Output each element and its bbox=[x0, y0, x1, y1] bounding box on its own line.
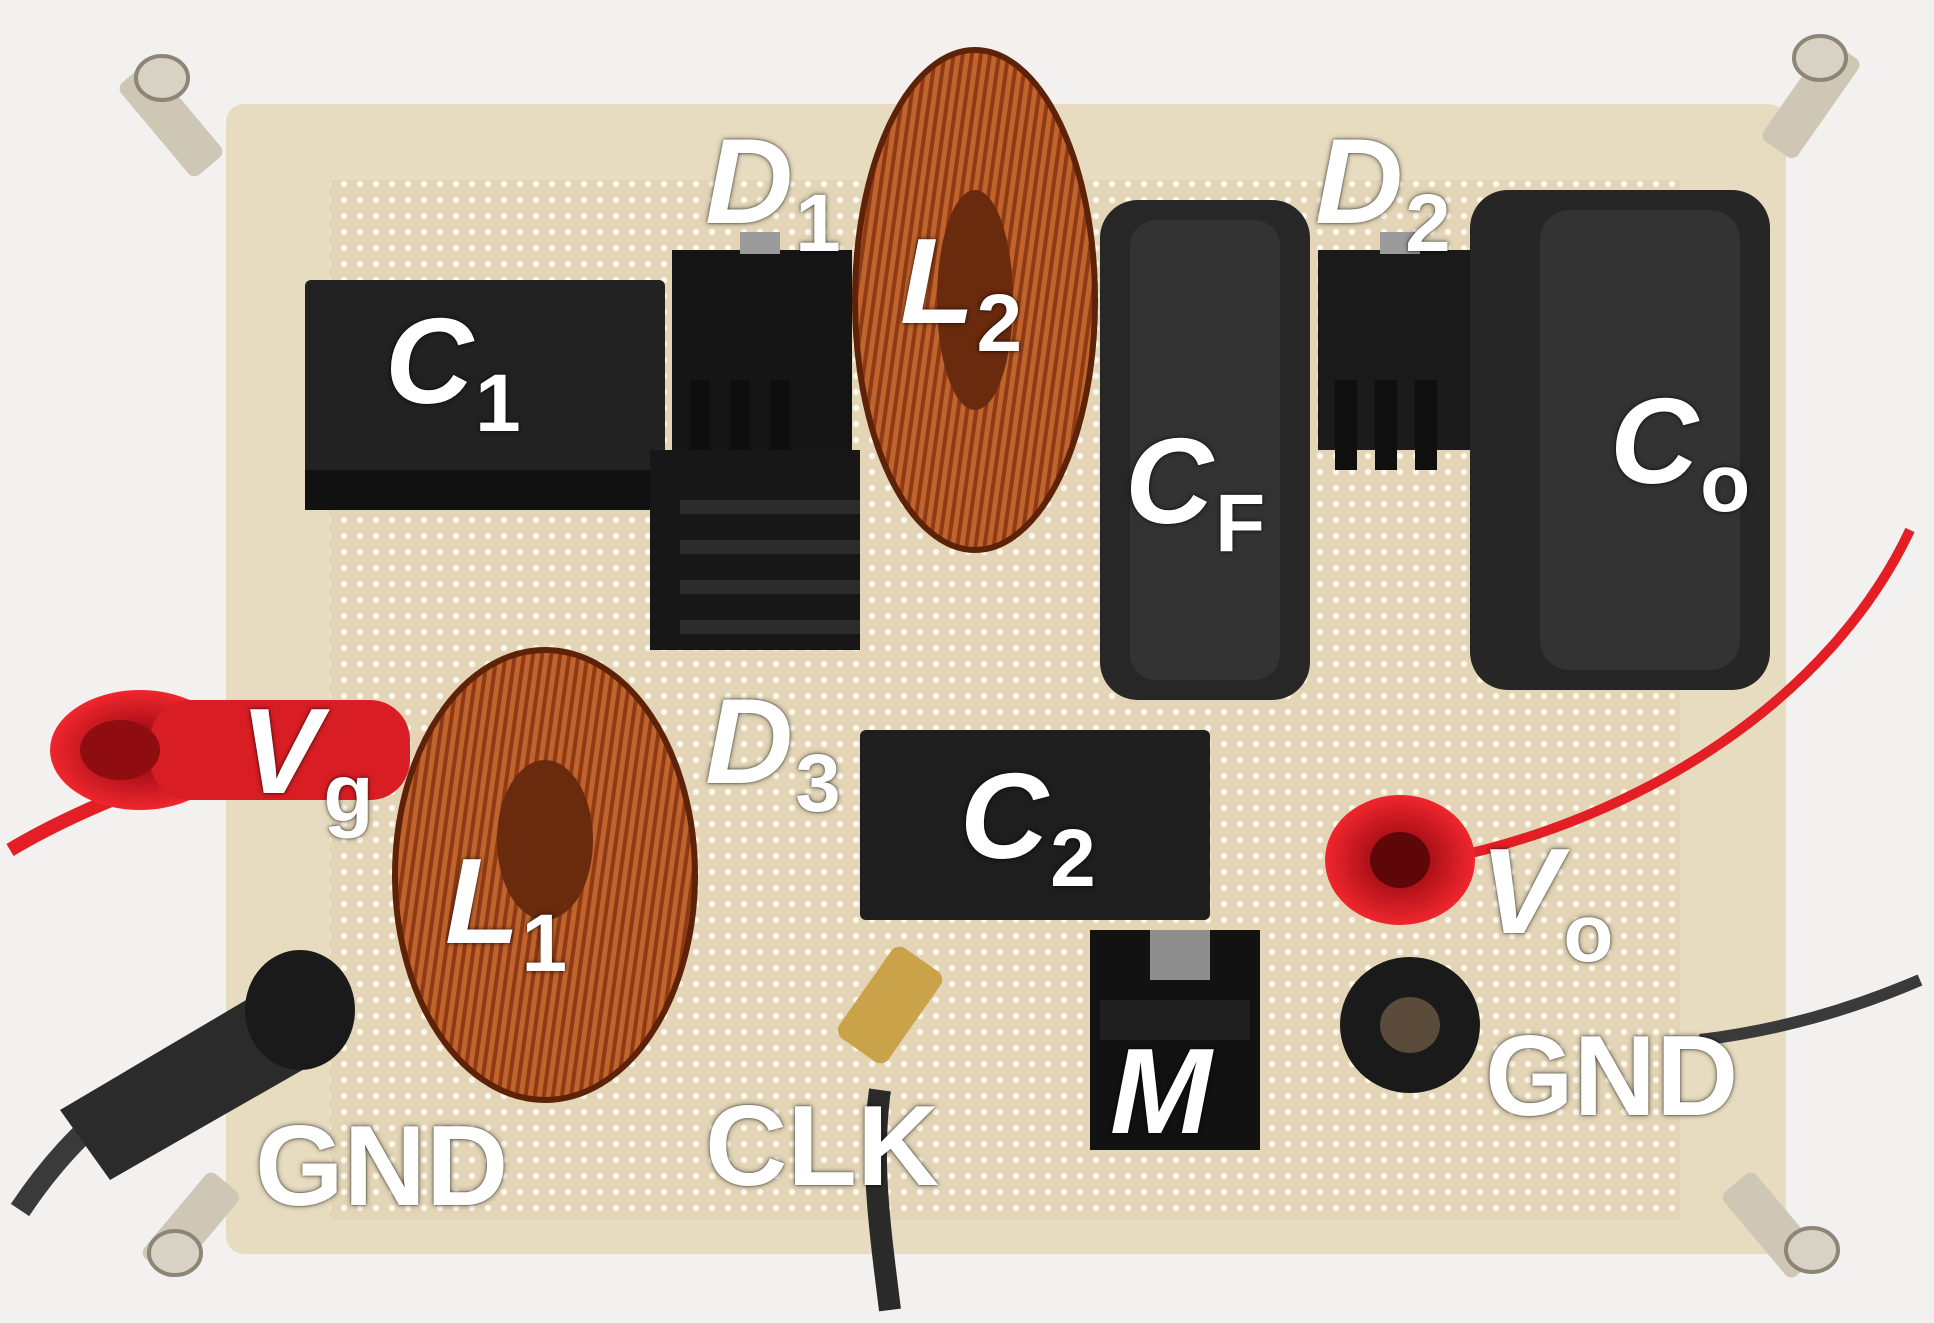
label-cf: CF bbox=[1125, 413, 1266, 569]
label-c1: C1 bbox=[385, 293, 521, 449]
inductor-l1 bbox=[392, 647, 698, 1103]
heatsink-m bbox=[1090, 930, 1260, 1150]
terminal-vo bbox=[1325, 795, 1475, 925]
label-co: Co bbox=[1610, 373, 1751, 529]
capacitor-c2 bbox=[860, 730, 1210, 920]
label-l1: L1 bbox=[445, 833, 568, 989]
terminal-vg bbox=[50, 690, 410, 810]
label-d1: D1 bbox=[705, 113, 841, 269]
standoff-top-right bbox=[1762, 34, 1860, 159]
label-gnd-left: GND bbox=[255, 1103, 509, 1230]
label-l2: L2 bbox=[900, 213, 1023, 369]
label-m: M bbox=[1110, 1023, 1212, 1159]
inductor-l2 bbox=[852, 47, 1098, 553]
standoff-top-left bbox=[119, 54, 223, 177]
heatsink-d2 bbox=[1318, 232, 1498, 470]
label-c2: C2 bbox=[960, 748, 1096, 904]
standoff-bottom-right bbox=[1722, 1172, 1840, 1278]
label-vg: Vg bbox=[240, 683, 374, 839]
label-d3: D3 bbox=[705, 673, 841, 829]
capacitor-cf bbox=[1100, 200, 1310, 700]
label-vo: Vo bbox=[1480, 823, 1614, 979]
label-clk: CLK bbox=[705, 1083, 940, 1210]
capacitor-c1 bbox=[305, 280, 665, 510]
label-gnd-right: GND bbox=[1485, 1013, 1739, 1140]
heatsink-d3 bbox=[650, 450, 860, 650]
label-d2: D2 bbox=[1315, 113, 1451, 269]
capacitor-co bbox=[1470, 190, 1770, 690]
standoff-bottom-left bbox=[142, 1172, 240, 1278]
terminal-gnd-left bbox=[60, 950, 355, 1180]
connector-clk bbox=[837, 946, 943, 1064]
heatsink-d1 bbox=[672, 232, 852, 460]
terminal-gnd-right bbox=[1340, 957, 1480, 1093]
